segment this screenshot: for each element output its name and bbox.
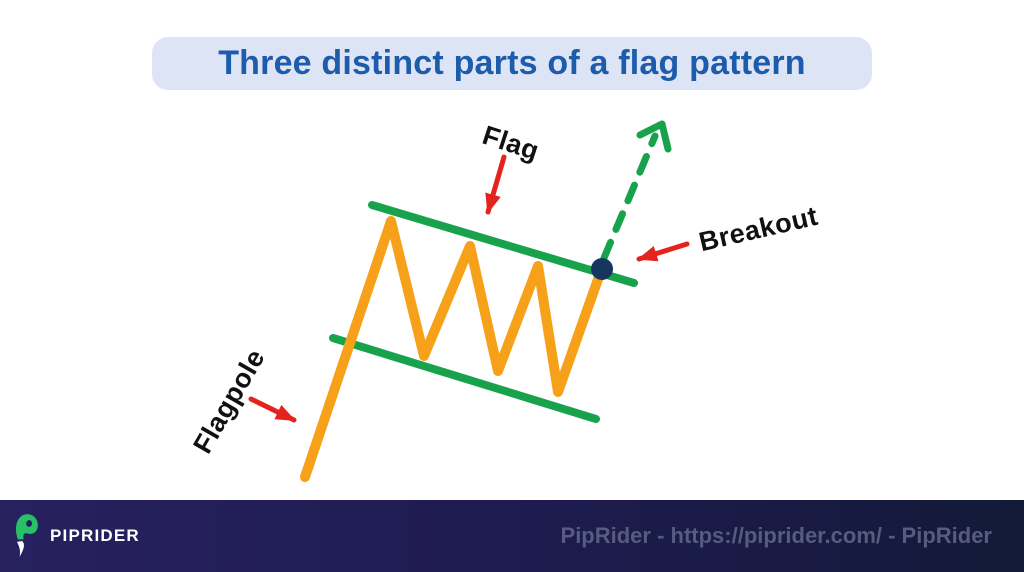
piprider-brand: PIPRIDER (12, 513, 140, 559)
page-title: Three distinct parts of a flag pattern (218, 44, 806, 82)
breakout-projection-dashed-line (600, 132, 659, 262)
flag-upper-trendline (368, 201, 638, 287)
flag-lower-trendline (329, 334, 600, 423)
breakout-projection-arrowhead-icon (636, 120, 672, 153)
breakout-point-dot (591, 258, 613, 280)
breakout-pointer-arrow-icon (636, 241, 690, 262)
price-zigzag-line (300, 216, 607, 482)
footer-attribution-text: PipRider - https://piprider.com/ - PipRi… (560, 523, 992, 548)
flagpole-pointer-arrow-icon (248, 396, 297, 423)
brand-wordmark: PIPRIDER (50, 526, 140, 545)
flag-pointer-arrow-icon (485, 154, 507, 215)
title-banner: Three distinct parts of a flag pattern (152, 37, 872, 90)
piprider-logo-icon (15, 514, 38, 557)
footer-bar: PIPRIDER PipRider - https://piprider.com… (0, 500, 1024, 572)
